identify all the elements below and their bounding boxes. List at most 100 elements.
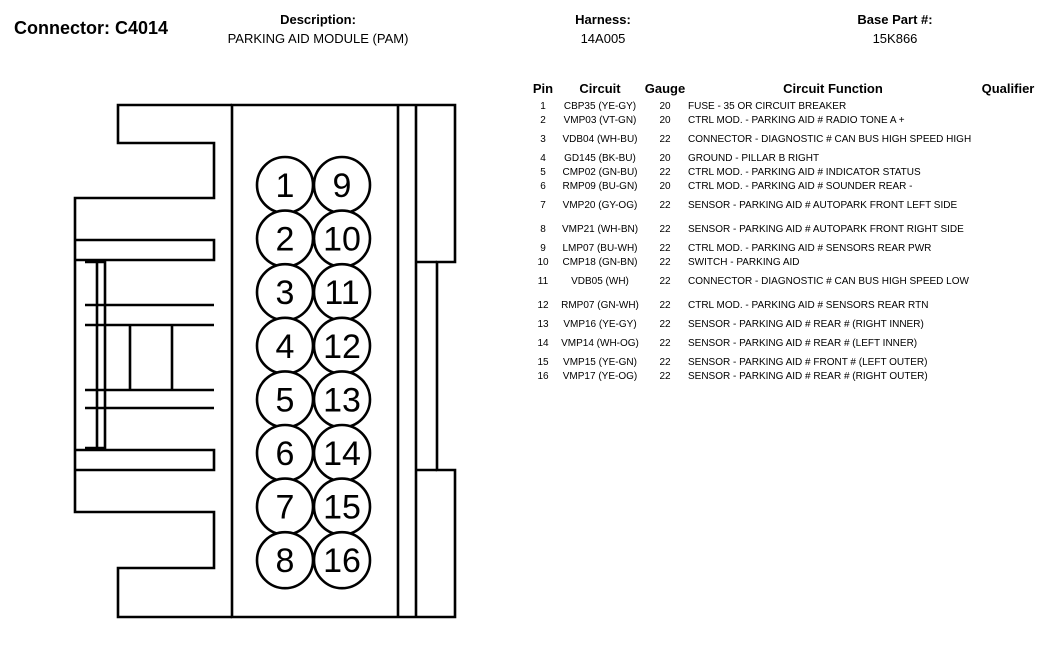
gauge-cell: 20 bbox=[659, 101, 671, 112]
pin-cell: 2 bbox=[540, 115, 546, 126]
circuit-cell: VDB05 (WH) bbox=[571, 276, 629, 287]
pin-number-label: 13 bbox=[323, 381, 361, 419]
connector-latch bbox=[85, 260, 107, 450]
function-cell: CTRL MOD. - PARKING AID # RADIO TONE A + bbox=[688, 115, 905, 126]
col-header-qualifier: Qualifier bbox=[981, 81, 1035, 96]
circuit-cell: CMP02 (GN-BU) bbox=[562, 167, 638, 178]
circuit-cell: CMP18 (GN-BN) bbox=[562, 257, 638, 268]
pin-table-body: 1 CBP35 (YE-GY) 20 FUSE - 35 OR CIRCUIT BRE… bbox=[528, 100, 1038, 384]
circuit-cell: LMP07 (BU-WH) bbox=[562, 243, 638, 254]
gauge-cell: 22 bbox=[659, 200, 671, 211]
pin-number-label: 10 bbox=[323, 221, 361, 259]
base-part-value: 15K866 bbox=[872, 31, 918, 46]
circuit-cell: VMP15 (YE-GN) bbox=[563, 357, 637, 368]
base-part-label: Base Part #: bbox=[857, 12, 933, 27]
qualifier-cell bbox=[978, 100, 1038, 114]
connector-key bbox=[128, 325, 174, 390]
pin-number-label: 12 bbox=[323, 328, 361, 366]
pin-number-label: 1 bbox=[276, 167, 295, 205]
pin-number-label: 6 bbox=[276, 435, 295, 473]
circuit-cell: VMP21 (WH-BN) bbox=[561, 224, 639, 235]
connector-latch bbox=[75, 448, 216, 472]
pin-number-label: 9 bbox=[333, 167, 352, 205]
pin-cell: 10 bbox=[537, 257, 549, 268]
function-cell: CONNECTOR - DIAGNOSTIC # CAN BUS HIGH SP… bbox=[688, 134, 972, 145]
function-cell: SWITCH - PARKING AID bbox=[688, 257, 800, 268]
description-block: Description: PARKING AID MODULE (PAM) bbox=[218, 10, 418, 48]
circuit-cell: VMP17 (YE-OG) bbox=[562, 371, 638, 382]
pin-cell: 12 bbox=[537, 300, 549, 311]
function-cell: CTRL MOD. - PARKING AID # SENSORS REAR R… bbox=[688, 300, 929, 311]
gauge-cell: 22 bbox=[659, 134, 671, 145]
pin-cell: 14 bbox=[537, 338, 549, 349]
qualifier-cell bbox=[978, 294, 1038, 318]
pin-cell: 5 bbox=[540, 167, 546, 178]
gauge-cell: 22 bbox=[659, 338, 671, 349]
pin-cavity bbox=[312, 530, 372, 590]
gauge-cell: 22 bbox=[659, 371, 671, 382]
pin-number-label: 4 bbox=[276, 328, 295, 366]
circuit-cell: RMP07 (GN-WH) bbox=[561, 300, 639, 311]
pin-number-label: 8 bbox=[276, 542, 295, 580]
qualifier-cell bbox=[978, 152, 1038, 166]
function-cell: SENSOR - PARKING AID # REAR # (RIGHT OUT… bbox=[688, 371, 928, 382]
qualifier-cell bbox=[978, 270, 1038, 294]
function-cell: SENSOR - PARKING AID # REAR # (RIGHT INN… bbox=[688, 319, 924, 330]
table-row: 8 VMP21 (WH-BN) 22 SENSOR - PARKING AID # A… bbox=[528, 218, 1038, 242]
circuit-cell: RMP09 (BU-GN) bbox=[562, 181, 638, 192]
circuit-cell: VMP14 (WH-OG) bbox=[561, 338, 639, 349]
gauge-cell: 22 bbox=[659, 224, 671, 235]
pin-cell: 11 bbox=[537, 276, 549, 287]
circuit-cell: VMP16 (YE-GY) bbox=[563, 319, 637, 330]
qualifier-cell bbox=[978, 242, 1038, 256]
gauge-cell: 22 bbox=[659, 257, 671, 268]
pin-cell: 3 bbox=[540, 134, 546, 145]
qualifier-cell bbox=[978, 114, 1038, 128]
pin-number-label: 16 bbox=[323, 542, 361, 580]
pin-cell: 16 bbox=[537, 371, 549, 382]
function-cell: SENSOR - PARKING AID # AUTOPARK FRONT LE… bbox=[688, 200, 958, 211]
pin-table-header: Pin Circuit Gauge Circuit Function Quali… bbox=[528, 82, 1038, 100]
connector-key bbox=[85, 303, 214, 410]
table-row: 1 CBP35 (YE-GY) 20 FUSE - 35 OR CIRCUIT BRE… bbox=[528, 100, 1038, 114]
function-cell: SENSOR - PARKING AID # FRONT # (LEFT OUT… bbox=[688, 357, 928, 368]
pin-number-label: 5 bbox=[276, 381, 295, 419]
table-row: 16 VMP17 (YE-OG) 22 SENSOR - PARKING AID # … bbox=[528, 370, 1038, 384]
col-header-circuit: Circuit bbox=[579, 81, 621, 96]
qualifier-cell bbox=[978, 256, 1038, 270]
gauge-cell: 22 bbox=[659, 243, 671, 254]
description-value: PARKING AID MODULE (PAM) bbox=[227, 31, 409, 46]
qualifier-cell bbox=[978, 370, 1038, 384]
circuit-cell: CBP35 (YE-GY) bbox=[563, 101, 637, 112]
pin-cell: 1 bbox=[540, 101, 546, 112]
function-cell: CTRL MOD. - PARKING AID # SENSORS REAR P… bbox=[688, 243, 932, 254]
gauge-cell: 22 bbox=[659, 167, 671, 178]
table-row: 10 CMP18 (GN-BN) 22 SWITCH - PARKING AID bbox=[528, 256, 1038, 270]
function-cell: FUSE - 35 OR CIRCUIT BREAKER bbox=[688, 101, 847, 112]
pin-cell: 4 bbox=[540, 153, 546, 164]
pin-cell: 6 bbox=[540, 181, 546, 192]
pin-number-label: 3 bbox=[276, 274, 295, 312]
gauge-cell: 22 bbox=[659, 319, 671, 330]
pin-cell: 13 bbox=[537, 319, 549, 330]
function-cell: SENSOR - PARKING AID # AUTOPARK FRONT RI… bbox=[688, 224, 964, 235]
qualifier-cell bbox=[978, 218, 1038, 242]
gauge-cell: 22 bbox=[659, 300, 671, 311]
pin-cell: 8 bbox=[540, 224, 546, 235]
circuit-cell: GD145 (BK-BU) bbox=[564, 153, 636, 164]
pin-number-label: 14 bbox=[323, 435, 361, 473]
harness-label: Harness: bbox=[575, 12, 631, 27]
col-header-pin: Pin bbox=[532, 81, 554, 96]
pin-number-label: 2 bbox=[276, 221, 295, 259]
qualifier-cell bbox=[978, 128, 1038, 152]
